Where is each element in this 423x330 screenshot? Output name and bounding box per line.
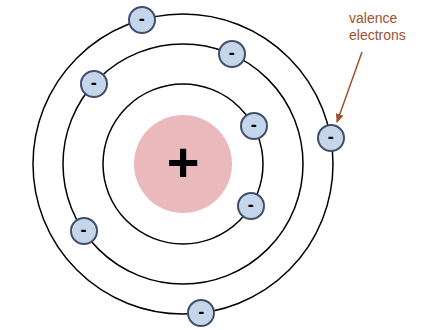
electron-circle: - xyxy=(80,70,108,98)
charge-sign: - xyxy=(251,116,257,134)
charge-sign: - xyxy=(139,10,145,28)
middle-orbit xyxy=(63,44,303,284)
charge-sign: - xyxy=(229,44,235,62)
charge-sign: - xyxy=(248,196,254,214)
electron-circle: - xyxy=(70,217,98,245)
inner-orbit xyxy=(103,84,263,244)
callout-label: valence electrons xyxy=(349,10,419,44)
electron-circle: - xyxy=(128,6,156,34)
charge-sign: + xyxy=(167,134,200,190)
leader-arrow xyxy=(337,52,362,122)
electron-circle: - xyxy=(317,124,345,152)
charge-sign: - xyxy=(198,303,204,321)
electron-circle: - xyxy=(218,40,246,68)
charge-sign: - xyxy=(81,221,87,239)
nucleus-circle: + xyxy=(134,115,232,213)
charge-sign: - xyxy=(328,128,334,146)
outer-orbit xyxy=(33,14,333,314)
electron-circle: - xyxy=(240,112,268,140)
electron-circle: - xyxy=(237,192,265,220)
electron-circle: - xyxy=(187,299,215,327)
charge-sign: - xyxy=(91,74,97,92)
